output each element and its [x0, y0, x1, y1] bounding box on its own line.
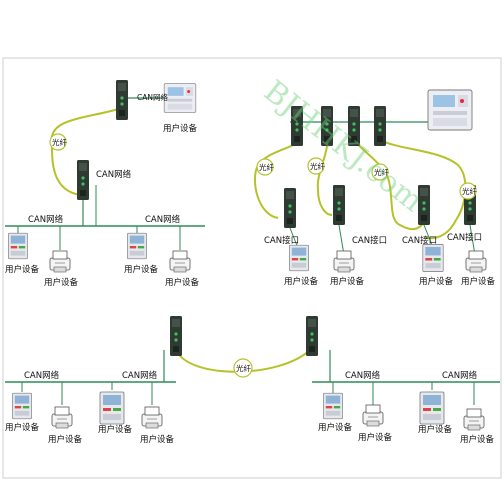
fiber-line	[316, 139, 333, 216]
converter-node	[374, 106, 386, 146]
user-device-label: 用户设备	[5, 422, 40, 433]
top-right-system: 光纤 光纤 光纤 光纤 CAN接口 CAN接口 CAN接口 CAN接口 用户设备…	[253, 89, 496, 287]
can-net-label: CAN网络	[28, 214, 64, 225]
top-left-system: 光纤 CAN网络 用户设备 CAN网络 CAN网络 CAN网络 用户设备 用户设…	[5, 80, 205, 288]
user-device-label: 用户设备	[5, 264, 40, 275]
bottom-system: 光纤 CAN网络 CAN网络 CAN网络 CAN网络 用户设备 用户设备 用户设…	[5, 316, 500, 445]
can-net-label: CAN网络	[345, 370, 381, 381]
can-net-label: CAN网络	[96, 169, 132, 180]
fiber-label: 光纤	[236, 363, 251, 373]
user-device-label: 用户设备	[418, 424, 453, 435]
fiber-label: 光纤	[374, 167, 389, 177]
user-device-printer	[463, 408, 485, 431]
fiber-label: 光纤	[259, 162, 274, 172]
fiber-line	[354, 139, 426, 231]
user-device-panel	[422, 243, 444, 273]
user-device-panel	[127, 232, 148, 260]
user-device-printer	[51, 406, 73, 429]
user-device-panel	[99, 391, 125, 425]
converter-node	[284, 188, 296, 228]
user-device-printer	[333, 250, 355, 273]
user-device-printer	[141, 406, 163, 429]
user-device-host	[163, 83, 197, 113]
user-device-printer	[169, 250, 191, 273]
can-net-label: CAN网络	[442, 370, 478, 381]
user-device-label: 用户设备	[48, 434, 83, 445]
can-net-label: CAN网络	[122, 370, 158, 381]
converter-node	[77, 160, 89, 200]
can-port-label: CAN接口	[447, 232, 482, 243]
converter-node	[170, 316, 182, 356]
user-device-label: 用户设备	[419, 276, 454, 287]
can-net-label: CAN网络	[137, 92, 168, 102]
user-device-label: 用户设备	[318, 422, 353, 433]
user-device-panel	[7, 232, 29, 260]
user-device-label: 用户设备	[461, 276, 496, 287]
user-device-label: 用户设备	[358, 432, 393, 443]
user-device-label: 用户设备	[460, 434, 495, 445]
can-port-label: CAN接口	[264, 235, 299, 246]
converter-node	[333, 185, 345, 225]
can-port-label: CAN接口	[402, 235, 437, 246]
user-device-panel	[323, 392, 344, 420]
user-device-label: 用户设备	[44, 277, 79, 288]
user-device-label: 用户设备	[163, 123, 198, 134]
user-device-label: 用户设备	[284, 276, 319, 287]
user-device-host	[427, 89, 473, 131]
converter-node	[306, 316, 318, 356]
can-net-label: CAN网络	[24, 370, 60, 381]
converter-node	[116, 80, 128, 120]
can-port-label: CAN接口	[352, 235, 387, 246]
fiber-label: 光纤	[310, 161, 325, 171]
user-device-label: 用户设备	[165, 277, 200, 288]
user-device-label: 用户设备	[330, 276, 365, 287]
can-net-label: CAN网络	[145, 214, 181, 225]
user-device-printer	[49, 250, 71, 273]
user-device-panel	[288, 244, 310, 272]
user-device-label: 用户设备	[98, 424, 133, 435]
user-device-panel	[11, 392, 33, 420]
user-device-printer	[362, 404, 384, 427]
user-device-label: 用户设备	[140, 434, 175, 445]
user-device-panel	[419, 391, 445, 425]
fiber-label: 光纤	[52, 137, 67, 147]
diagram-frame	[2, 57, 502, 479]
user-device-printer	[465, 250, 487, 273]
fiber-label: 光纤	[462, 186, 477, 196]
user-device-label: 用户设备	[124, 264, 159, 275]
